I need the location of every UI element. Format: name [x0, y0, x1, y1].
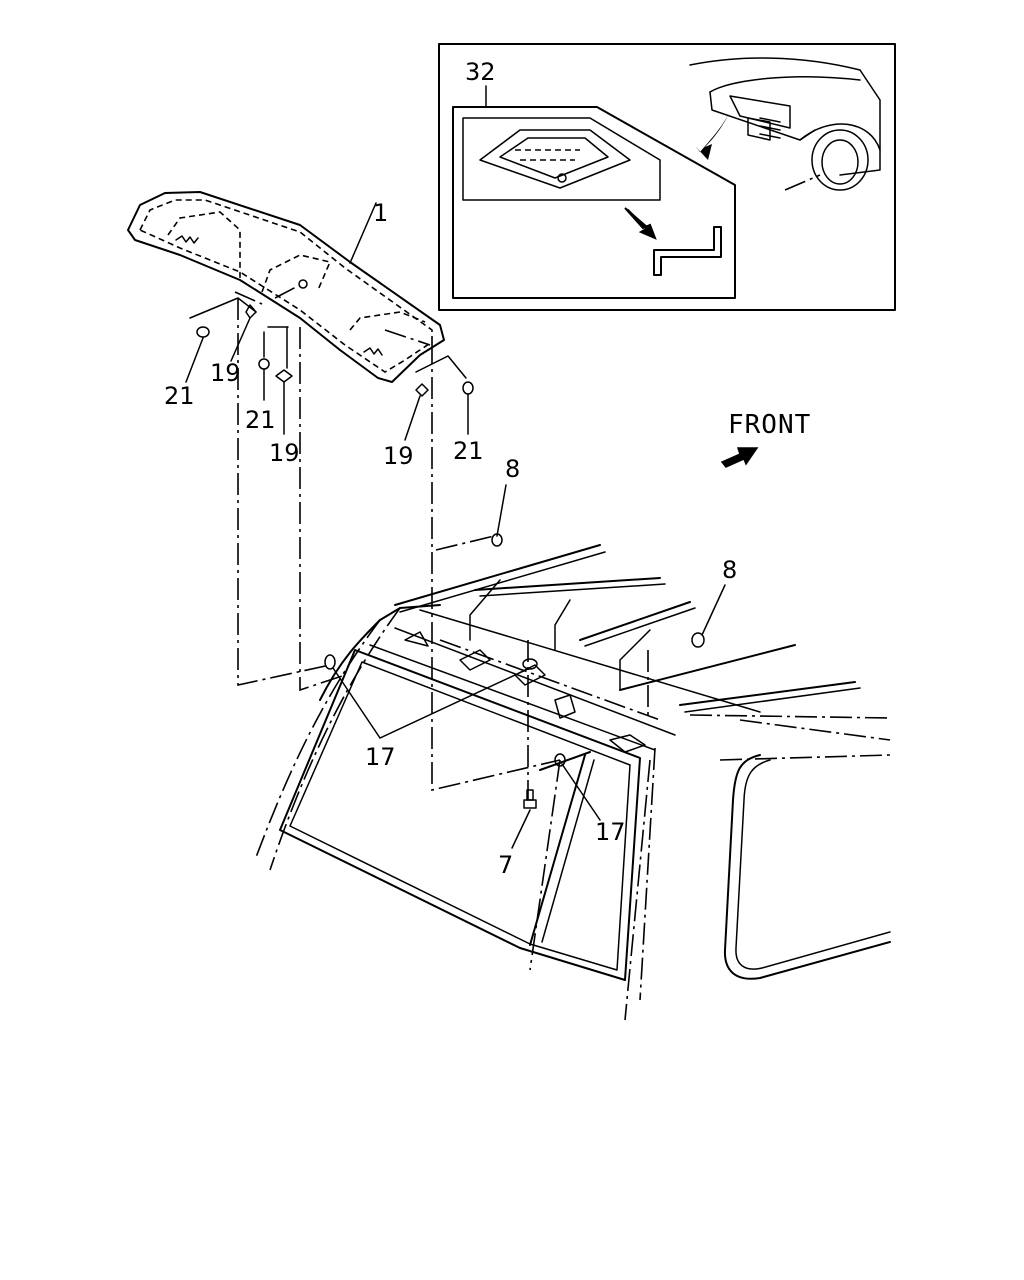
callout-21-right: 21	[453, 437, 484, 465]
callout-19-left: 19	[210, 359, 241, 387]
headliner-part-1	[127, 191, 445, 383]
callout-17-left: 17	[365, 743, 396, 771]
callout-21-left: 21	[164, 382, 195, 410]
callout-8-right: 8	[722, 556, 737, 584]
callout-21-middle: 21	[245, 406, 276, 434]
callout-17-right: 17	[595, 818, 626, 846]
callout-19-right: 19	[383, 442, 414, 470]
front-arrow-icon	[720, 447, 759, 468]
callout-leaders	[332, 484, 726, 821]
vehicle-roof-body	[254, 533, 891, 1021]
front-direction-label: FRONT	[728, 410, 811, 440]
callout-32: 32	[465, 58, 496, 86]
callout-19-middle: 19	[269, 439, 300, 467]
callout-8-upper: 8	[505, 455, 520, 483]
callout-7: 7	[498, 851, 513, 879]
inset-panel	[438, 43, 896, 311]
screw-part-7	[511, 789, 537, 849]
callout-1: 1	[373, 199, 388, 227]
